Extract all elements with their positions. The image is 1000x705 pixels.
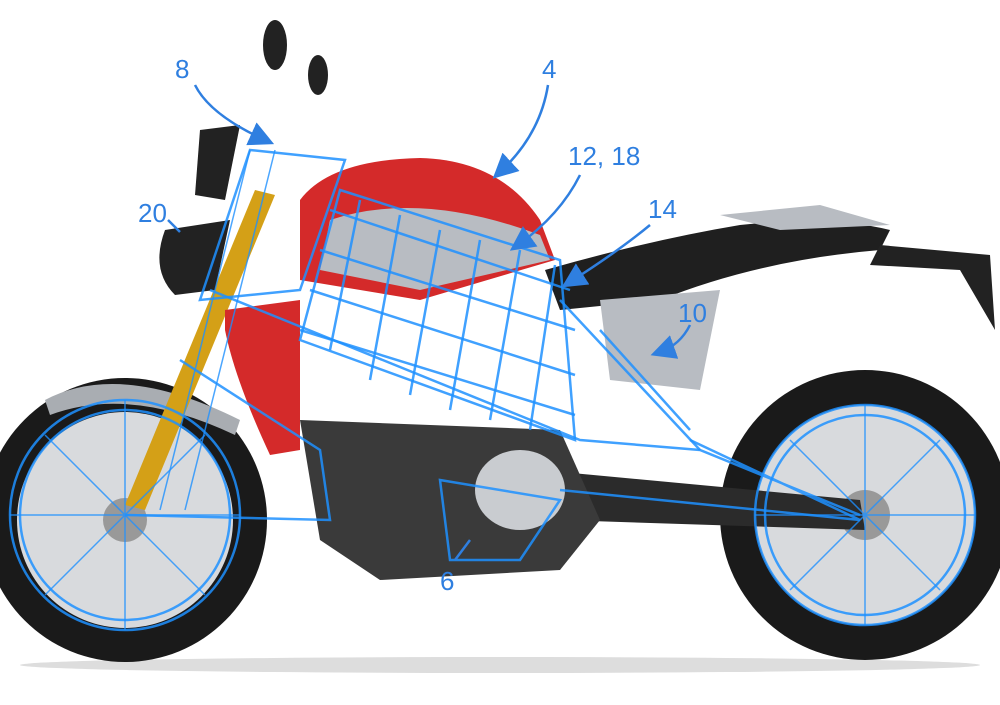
leader-20 bbox=[167, 219, 181, 233]
leader-4 bbox=[492, 84, 550, 179]
wireframe-overlay bbox=[8, 148, 977, 632]
leader-8 bbox=[193, 84, 275, 146]
leader-14 bbox=[561, 224, 651, 288]
leader-10 bbox=[650, 324, 692, 359]
mirror bbox=[263, 20, 287, 70]
label-20: 20 bbox=[138, 198, 167, 228]
headlight bbox=[159, 220, 230, 295]
label-14: 14 bbox=[648, 194, 677, 224]
seat bbox=[545, 221, 890, 310]
label-10: 10 bbox=[678, 298, 707, 328]
label-12-18: 12, 18 bbox=[568, 141, 640, 171]
ground-shadow bbox=[20, 657, 980, 673]
label-8: 8 bbox=[175, 54, 189, 84]
leader-12-18 bbox=[509, 174, 582, 251]
label-4: 4 bbox=[542, 54, 556, 84]
leader-6 bbox=[454, 539, 471, 561]
label-6: 6 bbox=[440, 566, 454, 596]
